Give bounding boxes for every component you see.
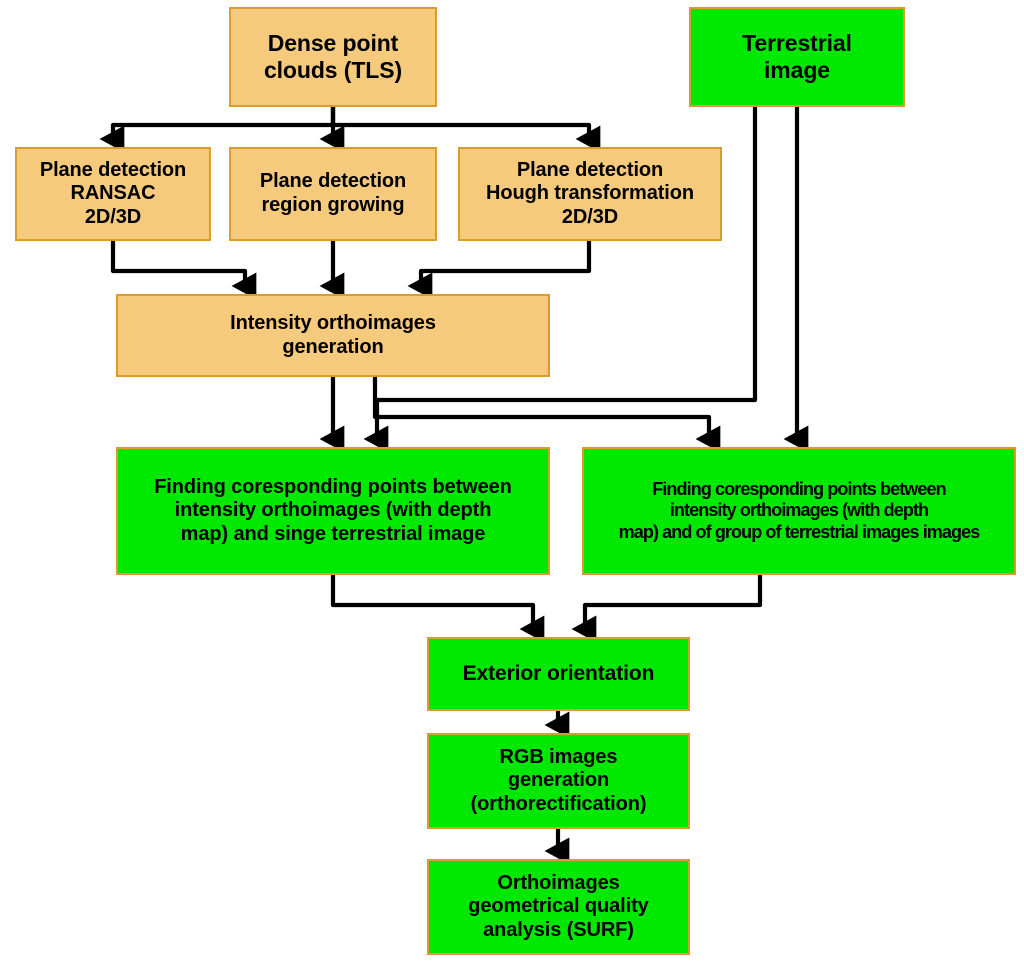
edge-dense-to-hough <box>330 107 601 153</box>
node-finding-points-group-images[interactable]: Finding coresponding points between inte… <box>582 447 1016 575</box>
node-rgb-images-generation[interactable]: RGB images generation (orthorectificatio… <box>427 733 690 829</box>
edge-group-to-exterior <box>571 575 763 643</box>
node-terrestrial-image[interactable]: Terrestrial image <box>689 7 905 107</box>
edge-dense-to-ransac <box>99 107 336 153</box>
node-plane-detection-ransac[interactable]: Plane detection RANSAC 2D/3D <box>15 147 211 241</box>
edge-intensity-to-group <box>372 377 721 453</box>
node-plane-detection-region-growing[interactable]: Plane detection region growing <box>229 147 437 241</box>
node-intensity-orthoimages-generation[interactable]: Intensity orthoimages generation <box>116 294 550 377</box>
edge-ransac-to-intensity <box>110 241 257 300</box>
node-exterior-orientation[interactable]: Exterior orientation <box>427 637 690 711</box>
node-dense-point-clouds[interactable]: Dense point clouds (TLS) <box>229 7 437 107</box>
node-finding-points-single-image[interactable]: Finding coresponding points between inte… <box>116 447 550 575</box>
node-plane-detection-hough[interactable]: Plane detection Hough transformation 2D/… <box>458 147 722 241</box>
edge-single-to-exterior <box>330 575 545 643</box>
node-orthoimages-quality-analysis[interactable]: Orthoimages geometrical quality analysis… <box>427 859 690 955</box>
edge-hough-to-intensity <box>407 241 592 300</box>
